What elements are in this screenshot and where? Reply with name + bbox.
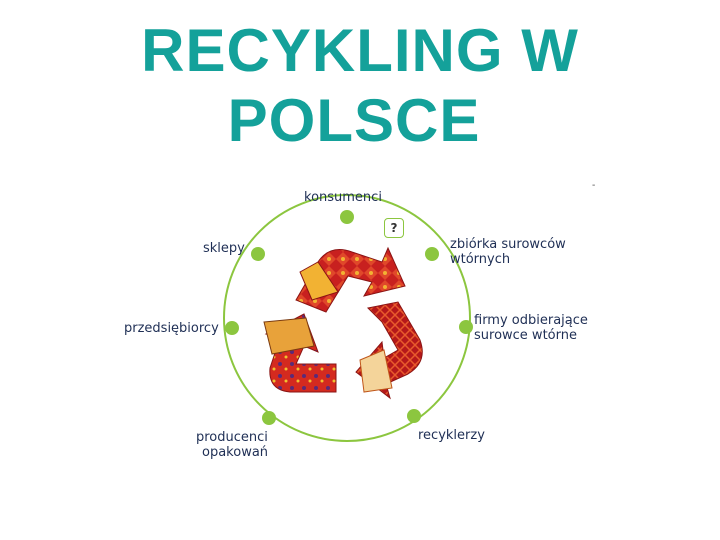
label-przedsiebiorcy: przedsiębiorcy (124, 321, 219, 336)
label-konsumenci: konsumenci (304, 190, 382, 205)
label-sklepy: sklepy (203, 241, 245, 256)
recycling-arrows-icon (264, 248, 422, 398)
decorative-basket (264, 318, 314, 354)
node-firmy (459, 320, 473, 334)
label-producenci-line-1: producenci (196, 430, 268, 445)
cycle-nodes (225, 210, 473, 425)
label-zbiorka-line-2: wtórnych (450, 252, 510, 267)
node-sklepy (251, 247, 265, 261)
label-firmy-line-1: firmy odbierające (474, 313, 588, 328)
label-producenci-line-2: opakowań (202, 445, 268, 460)
node-recyklerzy (407, 409, 421, 423)
node-konsumenci (340, 210, 354, 224)
node-przedsiebiorcy (225, 321, 239, 335)
question-mark-badge: ? (384, 218, 404, 238)
node-producenci (262, 411, 276, 425)
label-zbiorka-line-1: zbiórka surowców (450, 237, 566, 252)
node-zbiorka (425, 247, 439, 261)
cycle-ring (224, 195, 470, 441)
label-recyklerzy: recyklerzy (418, 428, 485, 443)
label-firmy-line-2: surowce wtórne (474, 328, 577, 343)
